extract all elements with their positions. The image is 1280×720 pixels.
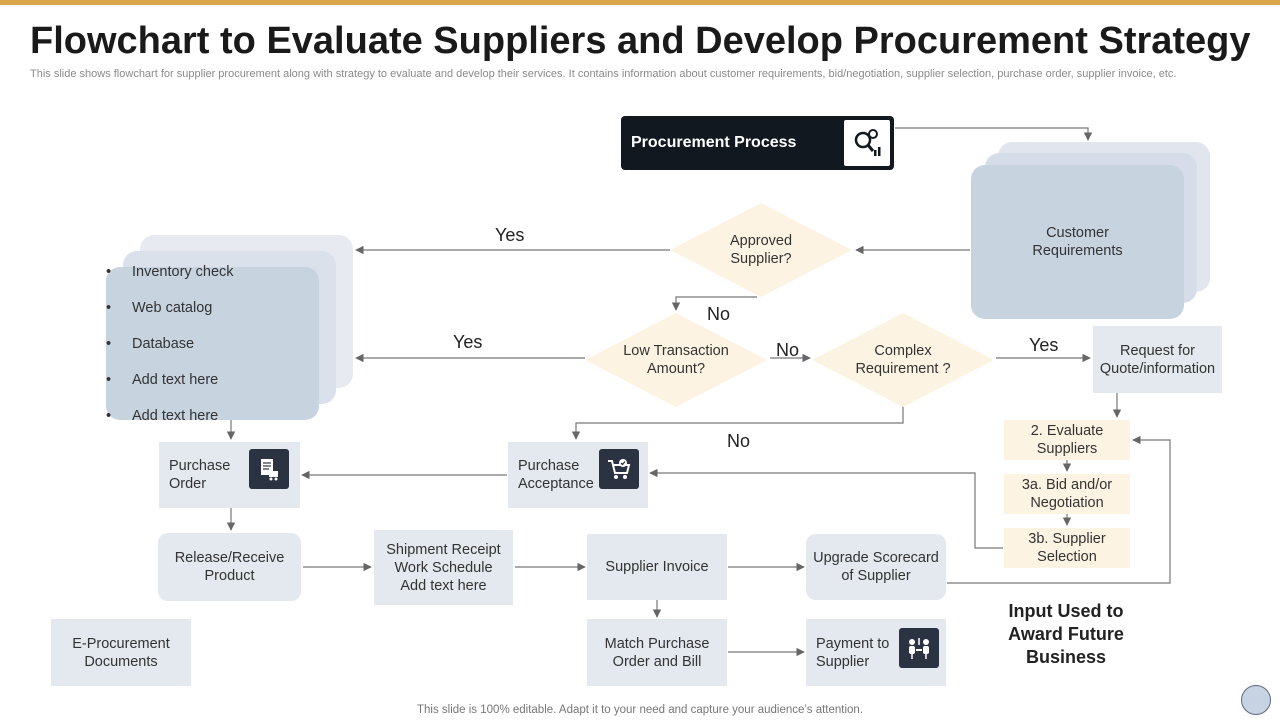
customer-requirements-node: Customer Requirements xyxy=(971,165,1184,319)
payment-supplier-node: Payment to Supplier xyxy=(806,619,946,686)
list-item: Add text here xyxy=(132,371,234,389)
list-item: Web catalog xyxy=(132,299,234,317)
payment-supplier-label: Payment to Supplier xyxy=(816,635,890,670)
document-cart-icon xyxy=(249,449,289,489)
release-receive-node: Release/Receive Product xyxy=(158,533,301,601)
edge-label-no-approved: No xyxy=(707,304,731,324)
procurement-process-label: Procurement Process xyxy=(631,134,797,151)
evaluate-suppliers-step: 2. Evaluate Suppliers xyxy=(1004,420,1130,460)
corner-circle xyxy=(1241,685,1271,715)
supplier-invoice-node: Supplier Invoice xyxy=(587,534,727,600)
e-procurement-documents-node: E-Procurement Documents xyxy=(51,619,191,686)
purchase-acceptance-node: Purchase Acceptance xyxy=(508,442,648,508)
procurement-methods-list: Inventory check Web catalog Database Add… xyxy=(106,245,234,443)
upgrade-scorecard-node: Upgrade Scorecard of Supplier xyxy=(806,534,946,600)
people-meeting-icon xyxy=(899,628,939,668)
supplier-selection-step: 3b. Supplier Selection xyxy=(1004,528,1130,568)
list-item: Inventory check xyxy=(132,263,234,281)
edge-scorecard-feedback xyxy=(947,435,1171,584)
edge-selection-to-acceptance xyxy=(649,468,1003,549)
edge-complex-no xyxy=(571,406,904,440)
request-quote-node: Request for Quote/information xyxy=(1093,326,1222,393)
edge-label-no-low: No xyxy=(776,340,800,360)
purchase-order-node: Purchase Order xyxy=(159,442,300,508)
match-purchase-node: Match Purchase Order and Bill xyxy=(587,619,727,686)
award-future-business-note: Input Used to Award Future Business xyxy=(1008,601,1124,667)
footer-note: This slide is 100% editable. Adapt it to… xyxy=(416,704,864,716)
procurement-process-node: Procurement Process xyxy=(621,116,894,170)
list-item: Database xyxy=(132,335,234,353)
edge-label-no-complex: No xyxy=(727,431,751,451)
purchase-order-label: Purchase Order xyxy=(169,458,231,492)
edge-process-to-customer xyxy=(895,127,1093,141)
accent-bar xyxy=(0,0,1280,5)
edge-approved-no xyxy=(671,296,757,311)
procurement-methods-node: Inventory check Web catalog Database Add… xyxy=(106,264,319,424)
edge-label-yes-low: Yes xyxy=(453,332,483,352)
page-subtitle: This slide shows flowchart for supplier … xyxy=(30,68,1177,80)
gear-search-chart-icon xyxy=(844,120,890,166)
list-item: Add text here xyxy=(132,407,234,425)
edge-label-yes-complex: Yes xyxy=(1029,335,1059,355)
shopping-cart-check-icon xyxy=(599,449,639,489)
bid-negotiation-step: 3a. Bid and/or Negotiation xyxy=(1004,474,1130,514)
shipment-receipt-node: Shipment Receipt Work Schedule Add text … xyxy=(374,530,513,605)
edge-label-yes-approved: Yes xyxy=(495,225,525,245)
page-title: Flowchart to Evaluate Suppliers and Deve… xyxy=(30,20,1251,62)
purchase-acceptance-label: Purchase Acceptance xyxy=(518,458,594,492)
